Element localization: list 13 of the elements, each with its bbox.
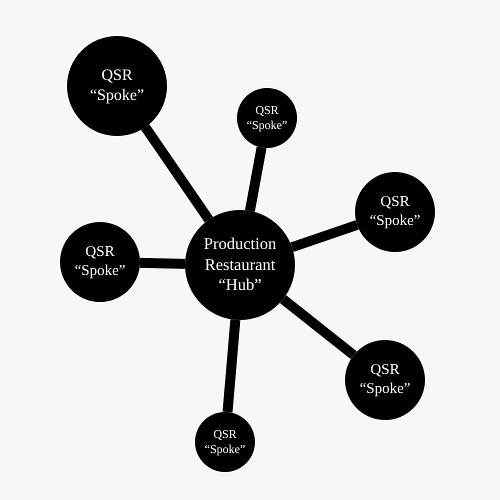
node-label: QSR “Spoke” [368, 193, 422, 231]
node-label: QSR “Spoke” [246, 103, 288, 133]
node-label: QSR “Spoke” [88, 66, 146, 106]
connector-line [290, 220, 359, 252]
connector-line [140, 258, 186, 269]
node-label: QSR “Spoke” [358, 361, 412, 399]
node-label: QSR “Spoke” [74, 243, 126, 281]
connector-line [222, 319, 240, 413]
connector-line [245, 146, 266, 212]
connector-line [280, 295, 357, 360]
node-label: QSR “Spoke” [204, 427, 246, 457]
node-label: Production Restaurant “Hub” [202, 234, 278, 296]
connector-line [141, 124, 213, 222]
